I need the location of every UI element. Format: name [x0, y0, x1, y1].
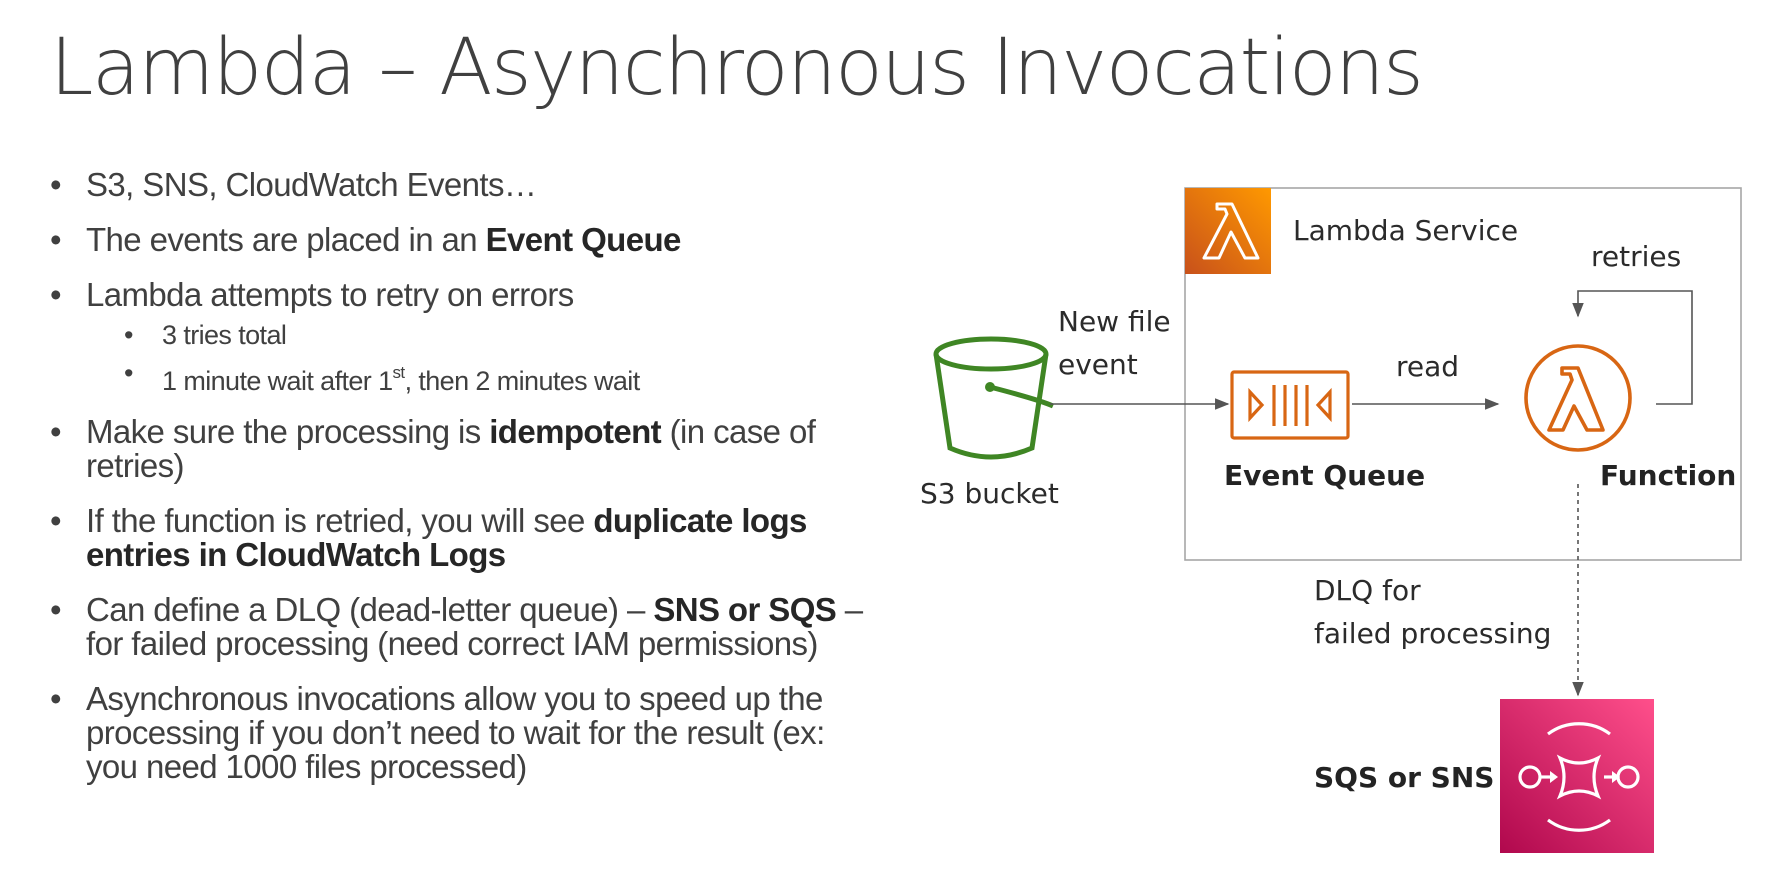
dlq-label-line2: failed processing	[1314, 617, 1552, 650]
new-file-event-label-line1: New file	[1058, 305, 1171, 338]
slide-title: Lambda – Asynchronous Invocations	[50, 23, 1424, 113]
function-label: Function	[1600, 459, 1737, 492]
s3-bucket-label: S3 bucket	[920, 477, 1059, 510]
bullet-retry: Lambda attempts to retry on errors 3 tri…	[50, 278, 870, 400]
bullet-idempotent: Make sure the processing is idempotent (…	[50, 415, 870, 483]
sqs-sns-label: SQS or SNS	[1314, 761, 1495, 794]
read-label: read	[1396, 350, 1460, 383]
retry-sublist: 3 tries total 1 minute wait after 1st, t…	[86, 316, 870, 400]
s3-bucket-icon	[933, 336, 1055, 460]
bullet-list: S3, SNS, CloudWatch Events… The events a…	[50, 168, 870, 805]
s3-bucket-handle-dot	[985, 382, 995, 392]
lambda-service-icon	[1185, 188, 1271, 274]
retries-label: retries	[1591, 240, 1682, 273]
bullet-speed-up: Asynchronous invocations allow you to sp…	[50, 682, 870, 784]
sub-bullet-tries: 3 tries total	[124, 316, 870, 354]
lambda-function-icon	[1524, 344, 1632, 452]
retries-loop-arrow	[1572, 290, 1693, 405]
bullet-event-sources: S3, SNS, CloudWatch Events…	[50, 168, 870, 203]
event-queue-label: Event Queue	[1224, 459, 1426, 492]
dlq-label-line1: DLQ for	[1314, 574, 1421, 607]
new-file-event-label-line2: event	[1058, 348, 1138, 381]
bullet-event-queue: The events are placed in an Event Queue	[50, 223, 870, 258]
bullet-dlq: Can define a DLQ (dead-letter queue) – S…	[50, 593, 870, 661]
event-queue-icon	[1230, 370, 1350, 440]
sub-bullet-wait: 1 minute wait after 1st, then 2 minutes …	[124, 354, 870, 400]
lambda-service-label: Lambda Service	[1293, 214, 1519, 247]
bullet-duplicate-logs: If the function is retried, you will see…	[50, 504, 870, 572]
sqs-sns-icon	[1500, 699, 1654, 853]
